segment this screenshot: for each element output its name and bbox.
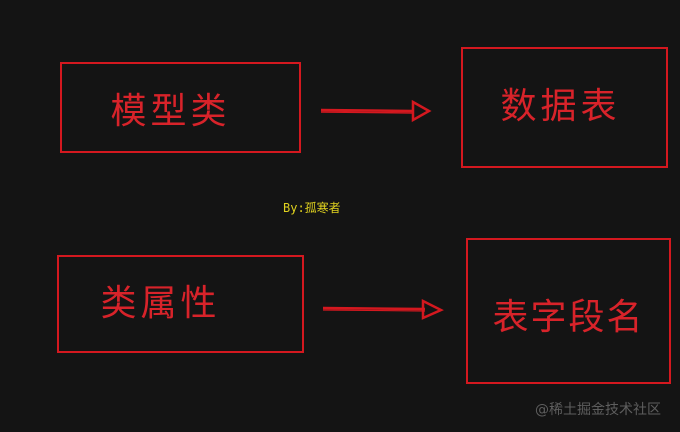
data-table-box: 数据表 xyxy=(461,47,668,168)
arrow-icon xyxy=(320,99,432,123)
watermark: @稀土掘金技术社区 xyxy=(535,402,661,418)
model-class-label: 模型类 xyxy=(110,90,231,132)
data-table-label: 数据表 xyxy=(500,85,621,127)
arrow-icon xyxy=(322,298,444,320)
table-field-name-box: 表字段名 xyxy=(466,238,671,384)
class-attribute-label: 类属性 xyxy=(100,283,221,324)
class-attribute-box: 类属性 xyxy=(57,255,304,353)
table-field-name-label: 表字段名 xyxy=(492,297,645,338)
author-credit: By:孤寒者 xyxy=(283,201,341,215)
model-class-box: 模型类 xyxy=(60,62,301,153)
